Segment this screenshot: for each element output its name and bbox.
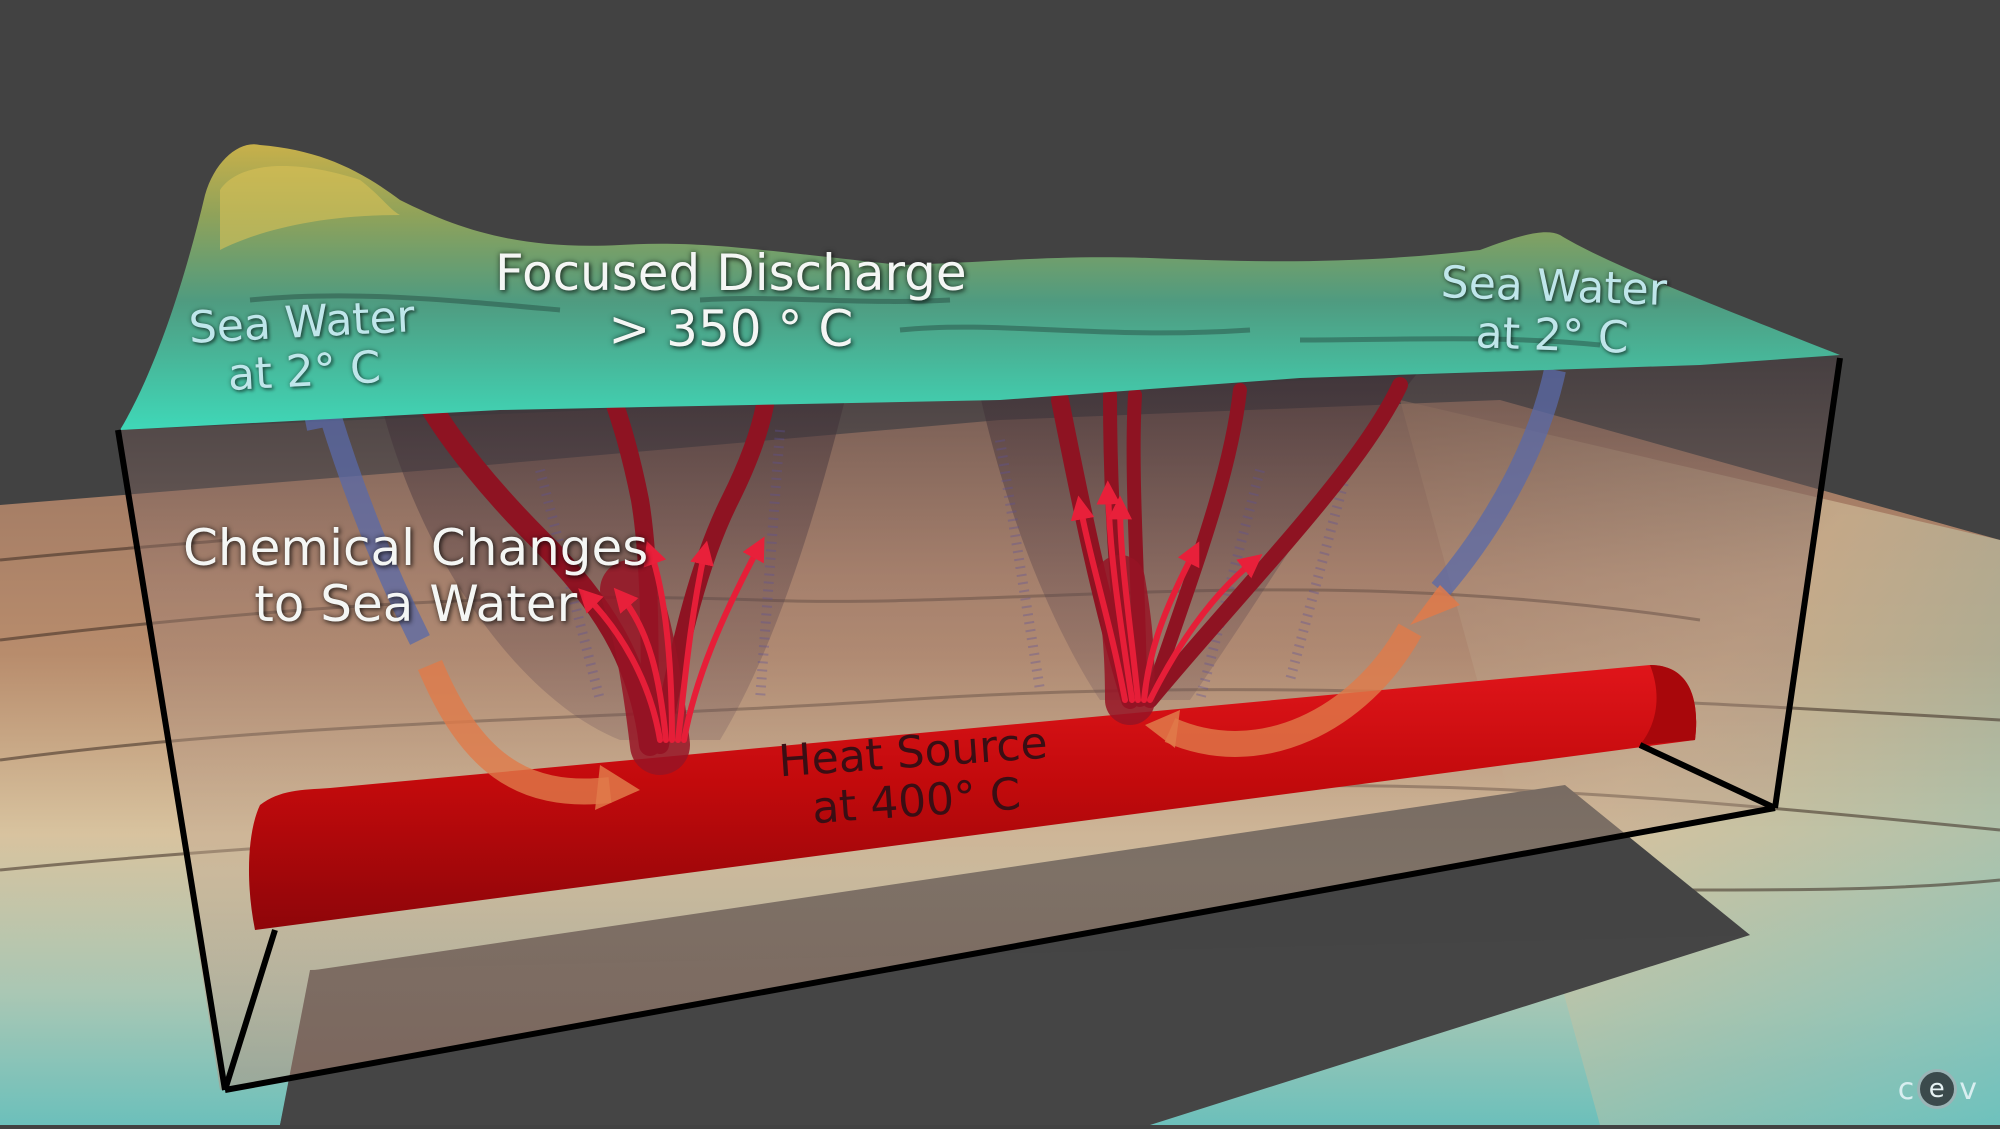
- chemical-changes-title: Chemical Changes: [183, 519, 649, 577]
- seafloor-surface: [120, 144, 1840, 430]
- heat-source-label: Heat Source at 400° C: [777, 718, 1053, 836]
- vent-channels-left: [419, 394, 774, 775]
- cross-section-box-edges: [115, 357, 1843, 1093]
- focused-discharge-temp: > 350 ° C: [608, 300, 854, 358]
- sea-water-right-temp: at 2° C: [1474, 307, 1630, 364]
- recharge-arrow-left: [302, 402, 640, 810]
- vent-channels-right: [1051, 377, 1408, 725]
- sea-water-right-label: Sea Water at 2° C: [1438, 257, 1668, 364]
- sea-water-left-label: Sea Water at 2° C: [188, 291, 419, 402]
- recharge-arrow-right: [1145, 367, 1566, 757]
- cev-logo: c e v: [1898, 1069, 1978, 1109]
- focused-discharge-title: Focused Discharge: [495, 244, 967, 302]
- chemical-changes-subtitle: to Sea Water: [254, 575, 578, 633]
- heat-source-cylinder: [248, 665, 1697, 930]
- logo-letter-v: v: [1959, 1071, 1978, 1107]
- logo-letter-c: c: [1897, 1071, 1916, 1107]
- focused-discharge-label: Focused Discharge > 350 ° C: [495, 245, 967, 357]
- chemical-changes-label: Chemical Changes to Sea Water: [183, 520, 648, 632]
- sea-water-right-title: Sea Water: [1440, 257, 1668, 316]
- logo-letter-e-icon: e: [1917, 1069, 1958, 1109]
